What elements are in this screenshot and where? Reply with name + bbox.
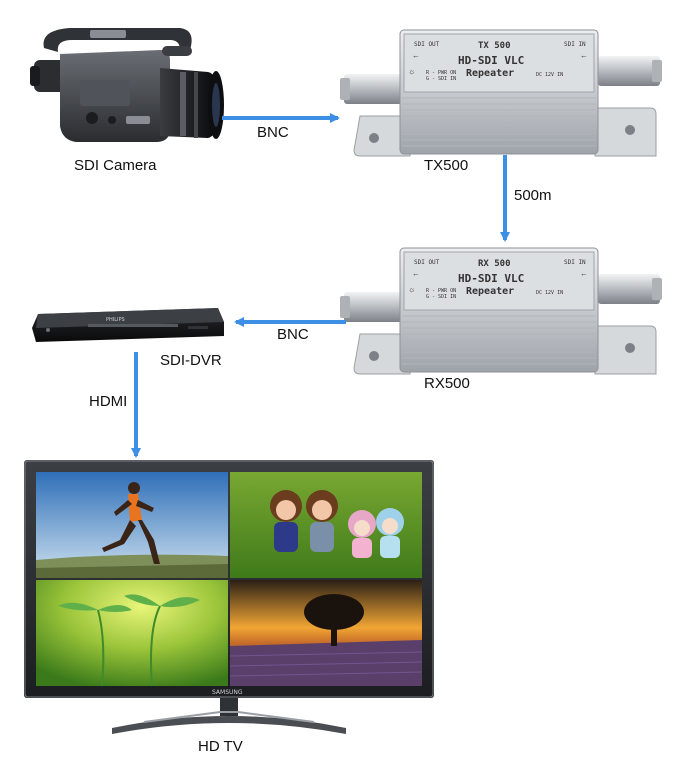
sdi-dvr-label: SDI-DVR <box>160 352 222 369</box>
tx-power-print: DC 12V IN <box>536 72 563 78</box>
tx-port-right-text: SDI IN <box>564 41 586 48</box>
tx-port-left-text: SDI OUT <box>414 41 440 48</box>
link-label-tx-rx: 500m <box>514 187 552 204</box>
rx-power-print: DC 12V IN <box>536 290 563 296</box>
rx-title-print: HD-SDI VLC <box>458 272 524 285</box>
led-icon: ☼ <box>408 285 415 294</box>
sdi-dvr-image: PHILIPS <box>32 308 224 342</box>
link-label-camera-tx: BNC <box>257 124 289 141</box>
link-label-rx-dvr: BNC <box>277 326 309 343</box>
rx500-device-image: SDI OUT SDI IN RX 500 HD-SDI VLC Repeate… <box>340 247 662 375</box>
tx-sub-print: Repeater <box>466 68 514 79</box>
tx500-device-image: SDI OUT SDI IN TX 500 HD-SDI VLC Repeate… <box>340 29 662 157</box>
arrow-right-glyph: ← <box>580 51 588 60</box>
tx-model-print: TX 500 <box>478 41 511 51</box>
tv-screen <box>36 472 423 687</box>
dvr-brand-print: PHILIPS <box>106 317 125 323</box>
hd-tv-label: HD TV <box>198 738 243 755</box>
rx500-label: RX500 <box>424 375 470 392</box>
rx-port-right-text: SDI IN <box>564 259 586 266</box>
sdi-camera-image <box>30 28 224 142</box>
led-icon: ☼ <box>408 67 415 76</box>
rx-sub-print: Repeater <box>466 286 514 297</box>
tv-brand-print: SAMSUNG <box>212 689 243 696</box>
arrow-left-glyph: ← <box>412 269 420 278</box>
link-label-dvr-tv: HDMI <box>89 393 128 410</box>
hd-tv-image: SAMSUNG <box>24 460 434 734</box>
sdi-camera-label: SDI Camera <box>74 157 157 174</box>
tx500-label: TX500 <box>424 157 469 174</box>
rx-port-left-text: SDI OUT <box>414 259 440 266</box>
arrow-left-glyph: ← <box>412 51 420 60</box>
arrow-right-glyph: ← <box>580 269 588 278</box>
tx-title-print: HD-SDI VLC <box>458 54 524 67</box>
rx-model-print: RX 500 <box>478 259 511 269</box>
